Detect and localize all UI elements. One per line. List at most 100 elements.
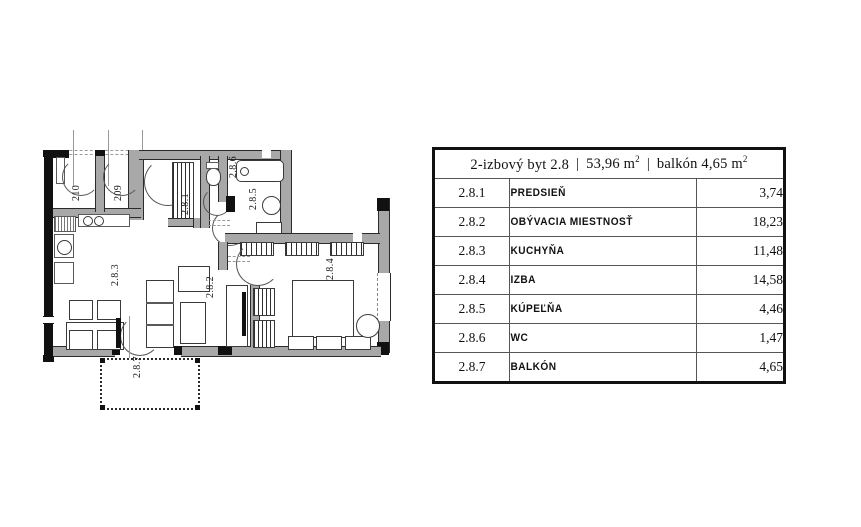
nightstand (288, 336, 314, 350)
balcony-corner (195, 358, 200, 363)
table-row: 2.8.3 KUCHYŇA 11,48 (433, 236, 785, 266)
apartment-legend: 2-izbový byt 2.8 | 53,96 m2 | balkón 4,65 m2… (432, 147, 786, 384)
room-label-bathroom: 2.8.5 (248, 188, 259, 210)
table-row: 2.8.2 OBÝVACIA MIESTNOSŤ 18,23 (433, 207, 785, 237)
legend-header-row: 2-izbový byt 2.8 | 53,96 m2 | balkón 4,65 m2 (433, 148, 785, 179)
room-area: 14,58 (696, 265, 785, 295)
door-swing-210[interactable] (62, 158, 100, 196)
axis-line (129, 316, 130, 376)
wall-jamb (112, 346, 120, 355)
balcony-corner (100, 358, 105, 363)
axis-line (208, 225, 230, 226)
nightstand (345, 336, 371, 350)
window-right (377, 273, 391, 321)
apartment-area: 53,96 m2 (586, 154, 640, 173)
header-separator: | (646, 156, 650, 173)
dining-chair (69, 300, 93, 320)
header-separator: | (576, 156, 580, 173)
bathtub-drain (240, 167, 249, 176)
door-swing-entrance[interactable] (144, 158, 192, 206)
dining-chair (97, 300, 121, 320)
balcony-corner (195, 405, 200, 410)
nightstand (316, 336, 342, 350)
shelf-hatch (253, 320, 275, 348)
stove-burner (83, 216, 93, 226)
table-row: 2.8.5 KÚPEĽŇA 4,46 (433, 294, 785, 324)
axis-line (108, 130, 109, 186)
exterior-wall-top (139, 150, 169, 160)
toilet-fixture (206, 168, 221, 186)
balcony-area: balkón 4,65 m2 (656, 154, 748, 173)
exterior-wall-top-left (44, 150, 69, 158)
room-area: 11,48 (696, 236, 785, 266)
legend-table: 2-izbový byt 2.8 | 53,96 m2 | balkón 4,65 m2… (432, 147, 786, 384)
room-name: KÚPEĽŇA (509, 294, 683, 324)
room-area: 18,23 (696, 207, 785, 237)
room-code: 2.8.6 (433, 323, 510, 353)
wall-opening (353, 233, 362, 242)
room-name: IZBA (509, 265, 683, 295)
room-name: OBÝVACIA MIESTNOSŤ (509, 207, 683, 237)
balcony-outline (100, 358, 200, 410)
wall-column (218, 346, 232, 355)
side-table-round (356, 314, 380, 338)
axis-line (73, 130, 74, 186)
wall-corner (43, 355, 54, 362)
room-name: WC (509, 323, 683, 353)
exterior-wall-top (168, 150, 290, 160)
bed (292, 280, 354, 338)
door-leaf-balcony[interactable] (116, 318, 121, 348)
stove-burner (94, 216, 104, 226)
room-name: PREDSIEŇ (509, 178, 683, 208)
exterior-wall-bottom (181, 346, 381, 357)
kitchen-sink (57, 240, 72, 255)
room-code: 2.8.1 (433, 178, 510, 208)
legend-header: 2-izbový byt 2.8 | 53,96 m2 | balkón 4,65 m2 (433, 148, 785, 179)
axis-line (208, 220, 230, 221)
wall-opening (43, 316, 54, 324)
room-code: 2.8.4 (433, 265, 510, 295)
balcony-corner (100, 405, 105, 410)
room-label-209: 209 (113, 184, 124, 201)
wardrobe-door (242, 292, 246, 336)
room-label-210: 210 (71, 184, 82, 201)
shelf-divider (146, 302, 174, 304)
kitchen-stove (54, 216, 76, 232)
room-label-kitchen: 2.8.3 (110, 264, 121, 286)
room-name: KUCHYŇA (509, 236, 683, 266)
bathtub-fixture (236, 160, 284, 182)
apartment-title: 2-izbový byt 2.8 (470, 156, 570, 173)
axis-line (228, 261, 250, 262)
wall-hall-bottom (168, 218, 200, 227)
axis-line (228, 256, 250, 257)
sofa (180, 302, 206, 344)
armchair (178, 266, 210, 292)
door-swing-balcony[interactable] (120, 316, 160, 356)
table-row: 2.8.4 IZBA 14,58 (433, 265, 785, 295)
radiator (330, 242, 364, 256)
floor-plan: 210 209 2.8.1 2.8.6 2.8.5 (40, 130, 410, 420)
room-code: 2.8.3 (433, 236, 510, 266)
room-name: BALKÓN (509, 352, 683, 383)
wall-bedroom-partition (250, 285, 260, 347)
sink-fixture (262, 196, 281, 215)
room-area: 3,74 (696, 178, 785, 208)
room-label-living: 2.8.2 (205, 276, 216, 298)
door-swing-bedroom[interactable] (236, 242, 280, 286)
dining-chair (69, 330, 93, 350)
door-swing-209[interactable] (103, 158, 141, 196)
wall-bedroom-left (218, 242, 228, 270)
toilet-cistern (206, 162, 219, 169)
room-label-bedroom: 2.8.4 (325, 258, 336, 280)
room-area: 4,46 (696, 294, 785, 324)
table-row: 2.8.1 PREDSIEŇ 3,74 (433, 178, 785, 208)
wall-jamb (174, 346, 182, 355)
wall-corner (377, 198, 389, 211)
door-leaf-bathroom[interactable] (226, 196, 235, 212)
shelf-hatch (253, 288, 275, 316)
door-swing-bathroom[interactable] (212, 210, 248, 246)
radiator (285, 242, 319, 256)
room-area: 4,65 (696, 352, 785, 383)
kitchen-cabinet (54, 262, 74, 284)
